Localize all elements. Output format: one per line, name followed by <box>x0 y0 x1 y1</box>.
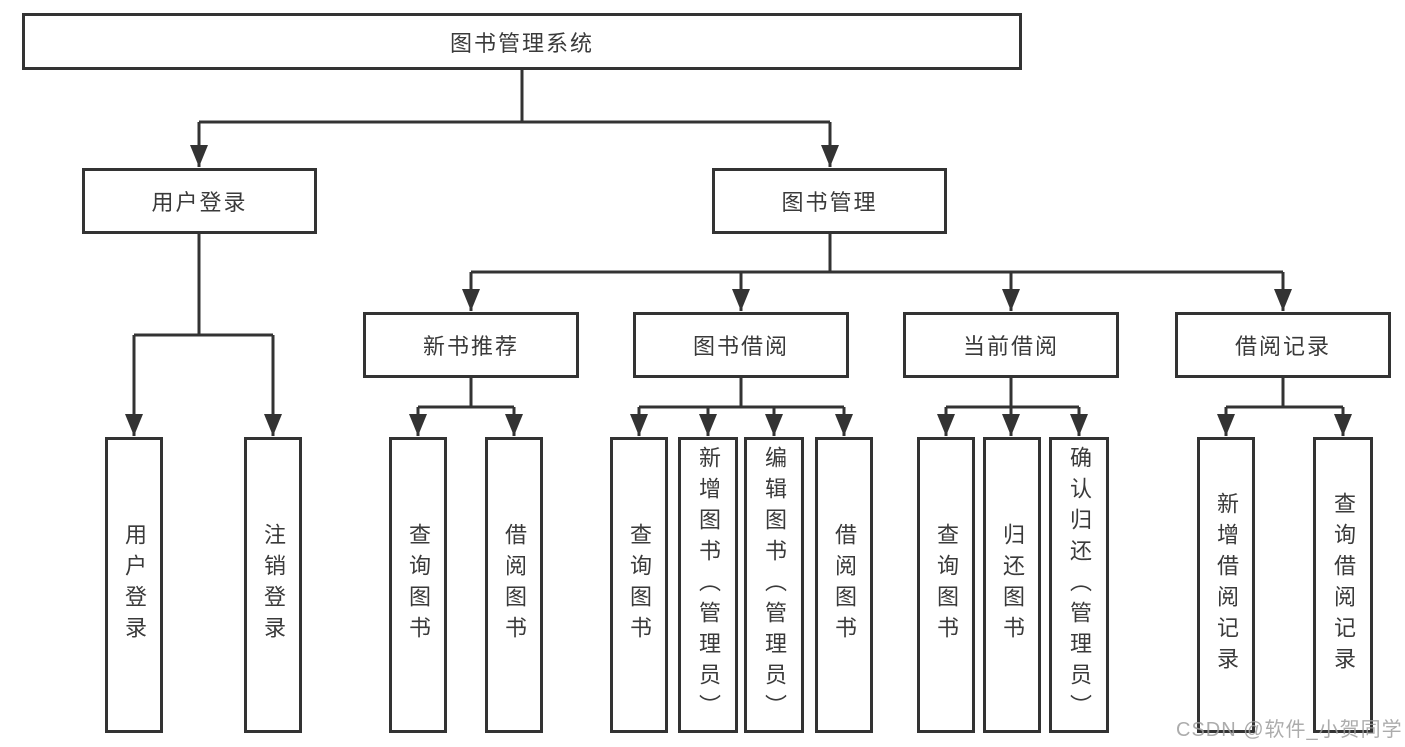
leaf-user-login: 用户登录 <box>105 437 163 733</box>
leaf-br-query-record-label: 查询借阅记录 <box>1331 492 1356 678</box>
leaf-nbr-borrow-books: 借阅图书 <box>485 437 543 733</box>
node-book-borrowing: 图书借阅 <box>633 312 849 378</box>
node-new-book-recommend-label: 新书推荐 <box>422 334 519 359</box>
connector-book-management-split <box>471 234 1283 274</box>
node-root-label: 图书管理系统 <box>449 30 594 56</box>
node-root: 图书管理系统 <box>22 13 1022 70</box>
leaf-nbr-borrow-books-label: 借阅图书 <box>502 523 527 647</box>
node-book-borrowing-label: 图书借阅 <box>692 334 789 359</box>
leaf-nbr-query-books-label: 查询图书 <box>406 523 431 647</box>
node-current-borrowing: 当前借阅 <box>903 312 1119 378</box>
connector-root-to-branches <box>199 69 830 124</box>
leaf-cb-query-books: 查询图书 <box>917 437 975 733</box>
leaf-nbr-query-books: 查询图书 <box>389 437 447 733</box>
leaf-br-add-record-label: 新增借阅记录 <box>1214 492 1239 678</box>
leaf-bb-query-books-label: 查询图书 <box>627 523 652 647</box>
node-user-login-label: 用户登录 <box>151 190 248 215</box>
leaf-logout: 注销登录 <box>244 437 302 733</box>
connector-book-borrowing-split <box>639 378 844 409</box>
node-current-borrowing-label: 当前借阅 <box>962 334 1059 359</box>
leaf-cb-confirm-return-admin: 确认归还（管理员） <box>1049 437 1109 733</box>
connector-borrowing-records-split <box>1226 378 1343 409</box>
leaf-logout-label: 注销登录 <box>261 523 286 647</box>
connector-current-borrowing-split <box>946 378 1079 409</box>
connector-new-book-recommend-split <box>418 378 514 409</box>
csdn-watermark: CSDN @软件_小贺同学 <box>1176 719 1403 741</box>
leaf-bb-add-books-admin-label: 新增图书（管理员） <box>696 445 721 725</box>
node-new-book-recommend: 新书推荐 <box>363 312 579 378</box>
node-borrowing-records: 借阅记录 <box>1175 312 1391 378</box>
leaf-cb-confirm-return-admin-label: 确认归还（管理员） <box>1067 445 1092 725</box>
leaf-br-query-record: 查询借阅记录 <box>1313 437 1373 733</box>
leaf-bb-borrow-books: 借阅图书 <box>815 437 873 733</box>
leaf-user-login-label: 用户登录 <box>122 523 147 647</box>
node-borrowing-records-label: 借阅记录 <box>1234 334 1331 359</box>
leaf-br-add-record: 新增借阅记录 <box>1197 437 1255 733</box>
leaf-cb-return-books-label: 归还图书 <box>1000 523 1025 647</box>
leaf-bb-add-books-admin: 新增图书（管理员） <box>678 437 738 733</box>
node-book-management: 图书管理 <box>712 168 947 234</box>
leaf-bb-edit-books-admin: 编辑图书（管理员） <box>744 437 804 733</box>
leaf-cb-query-books-label: 查询图书 <box>934 523 959 647</box>
node-user-login: 用户登录 <box>82 168 317 234</box>
node-book-management-label: 图书管理 <box>781 190 878 215</box>
leaf-cb-return-books: 归还图书 <box>983 437 1041 733</box>
leaf-bb-edit-books-admin-label: 编辑图书（管理员） <box>762 445 787 725</box>
leaf-bb-borrow-books-label: 借阅图书 <box>832 523 857 647</box>
connector-user-login-split <box>134 234 273 337</box>
leaf-bb-query-books: 查询图书 <box>610 437 668 733</box>
